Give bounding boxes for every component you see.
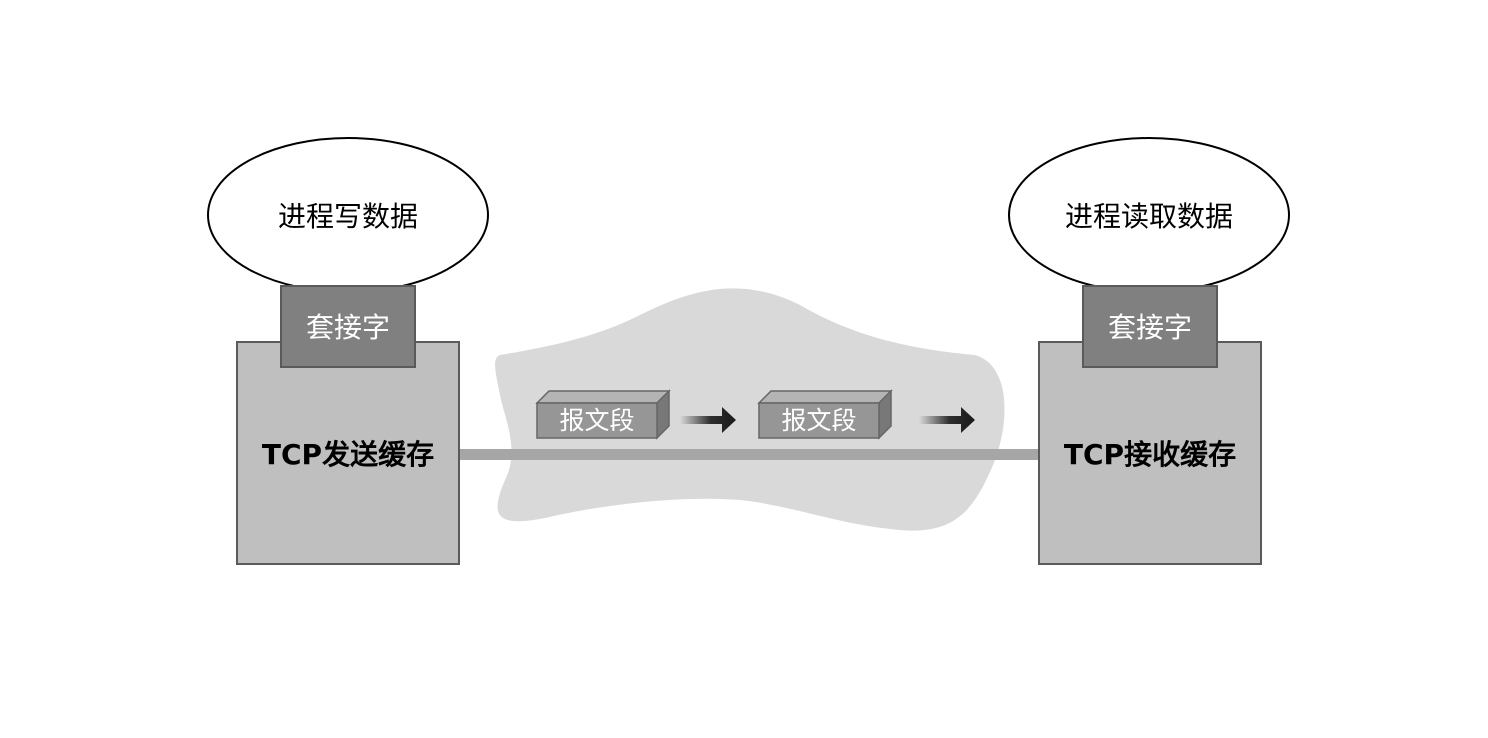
receiver-socket-label: 套接字: [1108, 311, 1192, 344]
segment-label: 报文段: [559, 406, 634, 435]
receiver-buffer: TCP接收缓存: [1038, 341, 1262, 565]
segment-label: 报文段: [781, 406, 856, 435]
segment-block: 报文段: [757, 389, 893, 440]
sender-process-label: 进程写数据: [278, 200, 418, 233]
arrow-right-icon: [680, 407, 736, 433]
arrow-right-icon: [919, 407, 975, 433]
sender-socket-label: 套接字: [306, 311, 390, 344]
receiver-socket: 套接字: [1082, 285, 1218, 368]
receiver-process: 进程读取数据: [1008, 137, 1290, 293]
receiver-process-label: 进程读取数据: [1065, 200, 1233, 233]
connection-line: [458, 449, 1040, 460]
network-cloud: [495, 288, 1005, 531]
sender-buffer-label: TCP发送缓存: [262, 438, 434, 471]
sender-socket: 套接字: [280, 285, 416, 368]
receiver-buffer-label: TCP接收缓存: [1064, 438, 1236, 471]
sender-buffer: TCP发送缓存: [236, 341, 460, 565]
sender-process: 进程写数据: [207, 137, 489, 293]
segment-block: 报文段: [535, 389, 671, 440]
